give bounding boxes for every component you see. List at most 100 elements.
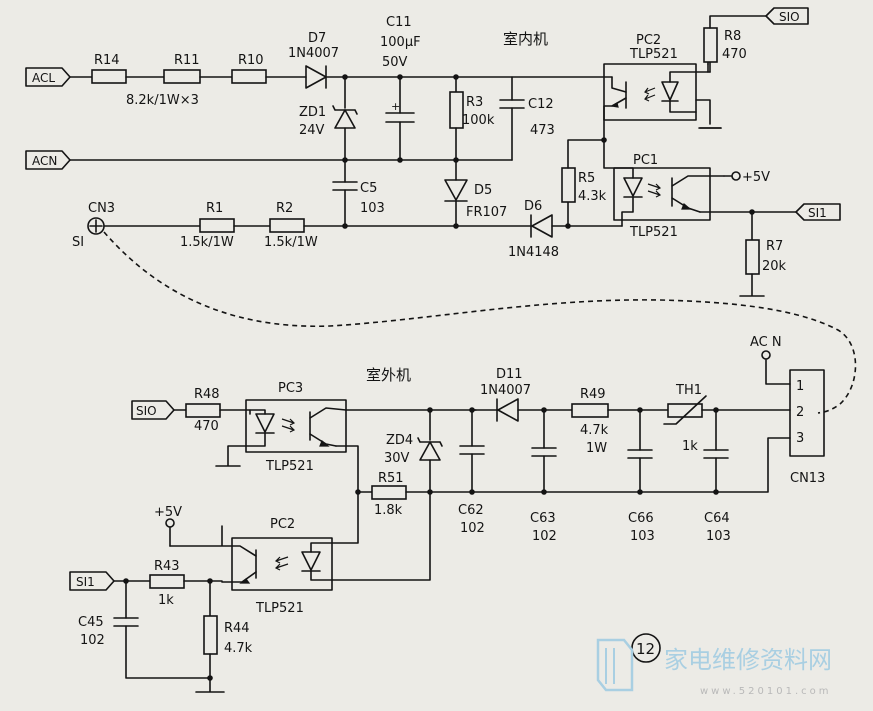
svg-text:ZD1: ZD1	[299, 105, 326, 120]
svg-text:1.8k: 1.8k	[374, 503, 403, 518]
optocoupler-pc3	[215, 399, 347, 467]
resistor-r49	[571, 403, 609, 418]
acn-port: ACN	[25, 150, 71, 170]
resistor-r11	[163, 69, 201, 84]
svg-text:473: 473	[530, 123, 555, 138]
capacitor-c45	[113, 617, 139, 627]
watermark-logo: 家电维修资料网 www.520101.com	[596, 638, 832, 697]
svg-text:D7: D7	[308, 31, 326, 46]
thermistor-th1	[663, 395, 707, 425]
svg-text:TLP521: TLP521	[629, 47, 678, 62]
svg-text:R3: R3	[466, 95, 483, 110]
svg-text:C12: C12	[528, 97, 554, 112]
svg-text:R11: R11	[174, 53, 200, 68]
svg-text:R43: R43	[154, 559, 180, 574]
svg-text:室内机: 室内机	[503, 30, 548, 48]
svg-text:3: 3	[796, 431, 804, 446]
svg-text:103: 103	[706, 529, 731, 544]
svg-text:R48: R48	[194, 387, 220, 402]
connector-cn3	[87, 217, 105, 235]
capacitor-c63	[531, 447, 557, 457]
svg-text:ACL: ACL	[32, 71, 55, 85]
svg-text:R14: R14	[94, 53, 120, 68]
svg-text:2: 2	[796, 405, 804, 420]
svg-text:家电维修资料网: 家电维修资料网	[664, 646, 832, 674]
sio-port-top: SIO	[765, 7, 809, 25]
svg-text:C11: C11	[386, 15, 412, 30]
capacitor-c5	[332, 181, 358, 191]
svg-text:R1: R1	[206, 201, 223, 216]
svg-text:+5V: +5V	[154, 505, 182, 520]
capacitor-c66	[627, 449, 653, 459]
capacitor-c11: +	[385, 100, 415, 123]
capacitor-c64	[703, 449, 729, 459]
svg-text:+: +	[391, 100, 400, 113]
svg-text:1: 1	[796, 379, 804, 394]
svg-text:1k: 1k	[682, 439, 698, 454]
svg-text:CN13: CN13	[790, 471, 825, 486]
optocoupler-pc2-outdoor	[169, 525, 333, 591]
svg-text:SIO: SIO	[779, 10, 800, 24]
resistor-r1	[199, 218, 235, 233]
svg-text:FR107: FR107	[466, 205, 507, 220]
resistor-r7	[745, 239, 760, 275]
svg-text:1k: 1k	[158, 593, 174, 608]
svg-text:TLP521: TLP521	[265, 459, 314, 474]
supply-plus5-top: +5V	[723, 170, 770, 185]
diode-d11	[496, 398, 519, 422]
svg-text:TH1: TH1	[675, 383, 702, 398]
svg-text:ZD4: ZD4	[386, 433, 413, 448]
svg-text:TLP521: TLP521	[255, 601, 304, 616]
resistor-r5	[561, 167, 576, 203]
svg-text:C62: C62	[458, 503, 484, 518]
svg-text:102: 102	[80, 633, 105, 648]
svg-text:C64: C64	[704, 511, 730, 526]
svg-text:30V: 30V	[384, 451, 410, 466]
svg-text:103: 103	[360, 201, 385, 216]
svg-text:室外机: 室外机	[366, 366, 411, 384]
diode-d6	[530, 214, 553, 238]
svg-text:C5: C5	[360, 181, 377, 196]
svg-text:D5: D5	[474, 183, 492, 198]
diode-d7	[305, 65, 327, 89]
svg-text:ACN: ACN	[32, 154, 57, 168]
svg-text:1.5k/1W: 1.5k/1W	[264, 235, 318, 250]
resistor-r14	[91, 69, 127, 84]
si1-port-bottom: SI1	[69, 571, 115, 591]
svg-text:103: 103	[630, 529, 655, 544]
svg-text:PC3: PC3	[278, 381, 303, 396]
svg-text:R51: R51	[378, 471, 404, 486]
svg-text:4.7k: 4.7k	[580, 423, 609, 438]
svg-text:1.5k/1W: 1.5k/1W	[180, 235, 234, 250]
resistor-r44	[203, 615, 218, 655]
svg-text:C66: C66	[628, 511, 654, 526]
svg-text:100k: 100k	[462, 113, 495, 128]
svg-text:R44: R44	[224, 621, 250, 636]
svg-text:+5V: +5V	[742, 170, 770, 185]
svg-text:102: 102	[460, 521, 485, 536]
optocoupler-pc2-indoor	[603, 63, 709, 141]
svg-text:1N4007: 1N4007	[288, 46, 339, 61]
svg-text:1N4148: 1N4148	[508, 245, 559, 260]
svg-text:24V: 24V	[299, 123, 325, 138]
capacitor-c12	[499, 99, 525, 109]
svg-text:AC N: AC N	[750, 335, 782, 350]
si1-port-top: SI1	[795, 203, 841, 221]
figure-number: 12	[631, 633, 661, 663]
svg-text:1W: 1W	[586, 441, 607, 456]
svg-text:8.2k/1W×3: 8.2k/1W×3	[126, 93, 199, 108]
svg-text:C45: C45	[78, 615, 104, 630]
svg-text:4.3k: 4.3k	[578, 189, 607, 204]
svg-text:20k: 20k	[762, 259, 787, 274]
interconnect-dashed	[103, 231, 857, 414]
supply-plus5-bottom: +5V	[154, 505, 182, 547]
svg-text:www.520101.com: www.520101.com	[700, 686, 832, 697]
svg-text:R10: R10	[238, 53, 264, 68]
ground-pc2	[695, 99, 722, 129]
svg-text:R8: R8	[724, 29, 741, 44]
svg-text:D6: D6	[524, 199, 542, 214]
resistor-r10	[231, 69, 267, 84]
svg-text:1N4007: 1N4007	[480, 383, 531, 398]
optocoupler-pc1	[603, 139, 751, 227]
svg-text:R49: R49	[580, 387, 606, 402]
